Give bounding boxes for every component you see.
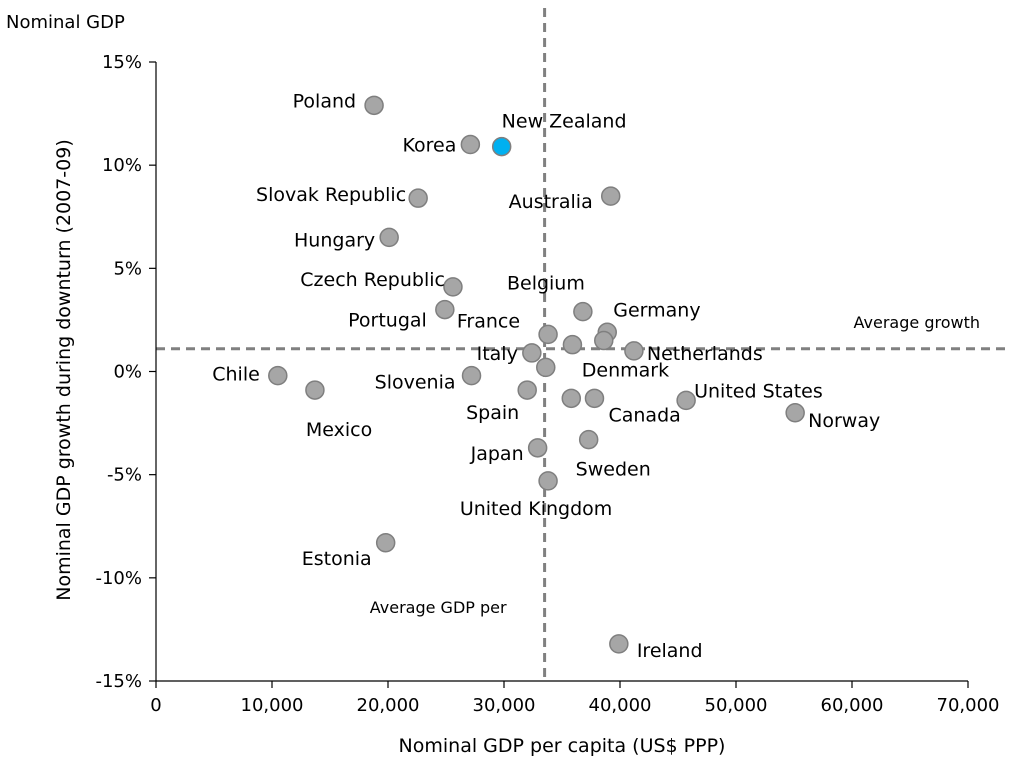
- x-tick-label: 0: [150, 695, 161, 716]
- x-tick-label: 30,000: [473, 695, 536, 716]
- y-tick-label: 0%: [113, 362, 142, 383]
- label-italy: Italy: [477, 343, 518, 365]
- label-united-states: United States: [694, 380, 823, 402]
- label-netherlands: Netherlands: [647, 343, 763, 365]
- label-ireland: Ireland: [637, 640, 703, 662]
- label-slovak-republic: Slovak Republic: [256, 184, 406, 206]
- y-tick-label: 5%: [113, 258, 142, 279]
- point-japan: [527, 438, 548, 458]
- point-switzerland: [561, 388, 582, 409]
- y-tick-label: 10%: [102, 155, 142, 176]
- label-korea: Korea: [402, 135, 456, 157]
- label-france: France: [457, 310, 520, 332]
- label-norway: Norway: [808, 410, 880, 432]
- label-slovenia: Slovenia: [375, 372, 456, 394]
- y-axis-title: Nominal GDP growth during downturn (2007…: [53, 139, 75, 601]
- point-ireland: [609, 634, 629, 654]
- point-sweden: [578, 429, 599, 450]
- label-estonia: Estonia: [302, 548, 372, 570]
- point-canada: [584, 388, 605, 409]
- label-denmark: Denmark: [582, 359, 669, 381]
- x-axis-title: Nominal GDP per capita (US$ PPP): [399, 735, 726, 757]
- label-japan: Japan: [470, 443, 524, 465]
- chart-title: Nominal GDP: [6, 12, 125, 33]
- point-norway: [785, 403, 805, 423]
- point-australia: [600, 186, 621, 206]
- label-mexico: Mexico: [306, 419, 372, 441]
- point-slovak-republic: [408, 188, 428, 208]
- label-spain: Spain: [466, 402, 519, 424]
- point-united-kingdom: [538, 471, 558, 491]
- point-netherlands: [624, 341, 644, 361]
- y-tick-label: -5%: [107, 465, 142, 486]
- point-mexico: [305, 380, 325, 400]
- x-tick-label: 50,000: [705, 695, 768, 716]
- point-poland: [364, 95, 384, 116]
- label-chile: Chile: [212, 364, 260, 386]
- avg-growth-label: Average growth: [854, 313, 980, 332]
- point-korea: [460, 134, 481, 155]
- point-slovenia: [461, 365, 482, 386]
- label-portugal: Portugal: [348, 310, 427, 332]
- label-canada: Canada: [608, 404, 680, 426]
- point-chile: [268, 365, 288, 386]
- x-axis-ticks: 0 10,000 20,000 30,000 40,000 50,000 60,000 70,…: [150, 681, 999, 716]
- y-axis-ticks: 15% 10% 5% 0% -5% -10% -15%: [95, 52, 156, 692]
- point-portugal: [435, 299, 455, 320]
- x-tick-label: 70,000: [937, 695, 1000, 716]
- y-tick-label: -15%: [95, 671, 142, 692]
- point-hungary: [379, 227, 399, 248]
- point-spain: [517, 380, 537, 400]
- point-france: [538, 324, 558, 345]
- label-poland: Poland: [293, 90, 356, 112]
- label-belgium: Belgium: [507, 273, 585, 295]
- point-united-states: [676, 390, 696, 411]
- y-tick-label: -10%: [95, 568, 142, 589]
- point-belgium: [573, 301, 593, 322]
- x-tick-label: 60,000: [821, 695, 884, 716]
- avg-gdp-per-capita-label: Average GDP per: [370, 598, 507, 617]
- data-points: [268, 95, 805, 654]
- point-denmark: [536, 357, 556, 378]
- label-hungary: Hungary: [294, 229, 375, 251]
- label-australia: Australia: [509, 191, 593, 213]
- label-czech-republic: Czech Republic: [300, 269, 445, 291]
- x-tick-label: 40,000: [589, 695, 652, 716]
- label-new-zealand: New Zealand: [502, 111, 627, 133]
- point-czech-republic: [443, 277, 463, 297]
- x-tick-label: 20,000: [357, 695, 420, 716]
- x-tick-label: 10,000: [241, 695, 304, 716]
- point-estonia: [375, 533, 396, 553]
- point-finland: [562, 334, 583, 355]
- label-united-kingdom: United Kingdom: [460, 498, 613, 520]
- point-italy: [522, 343, 542, 363]
- point-austria: [594, 330, 614, 351]
- point-new-zealand: [491, 136, 512, 157]
- label-sweden: Sweden: [576, 459, 651, 481]
- y-tick-label: 15%: [102, 52, 142, 73]
- label-germany: Germany: [613, 299, 700, 321]
